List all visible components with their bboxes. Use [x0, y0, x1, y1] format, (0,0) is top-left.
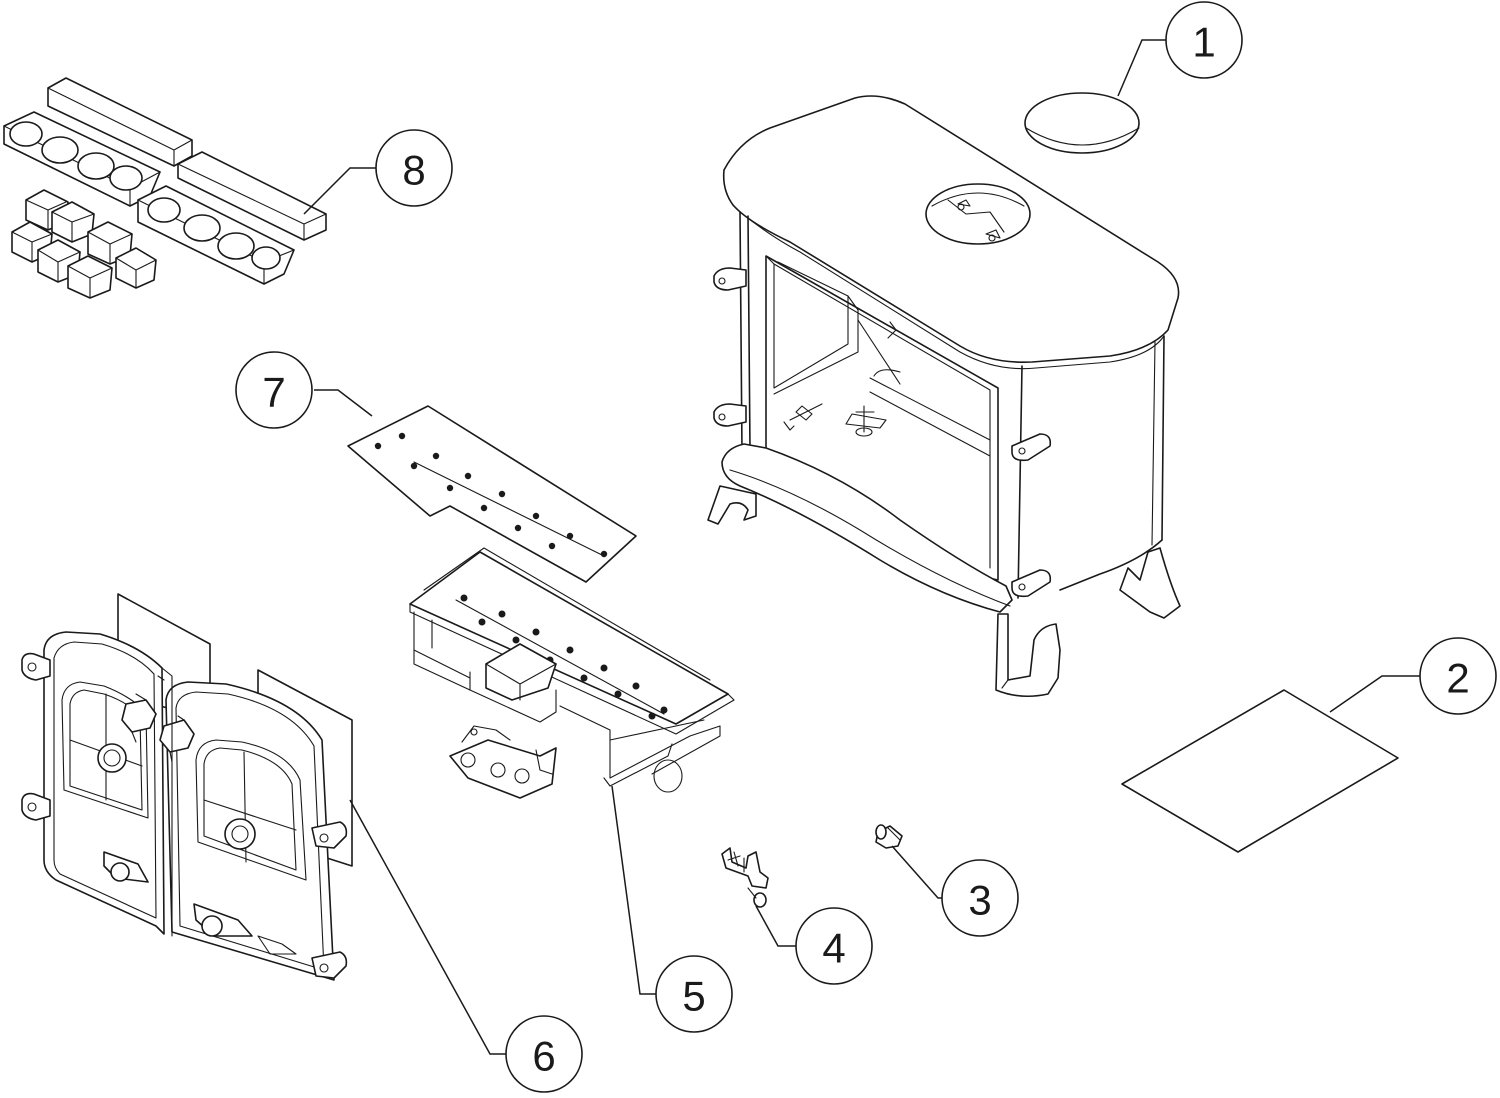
part-7-cover-plate: [347, 405, 637, 583]
callout-2: 2: [1419, 637, 1497, 715]
callout-4: 4: [795, 907, 873, 985]
callout-3-label: 3: [968, 877, 991, 924]
callout-1-label: 1: [1192, 19, 1215, 66]
callout-8-label: 8: [402, 147, 425, 194]
leader-lines: [303, 39, 1420, 1055]
part-4-pilot-bracket: [721, 847, 769, 908]
callout-7-label: 7: [262, 369, 285, 416]
part-3-injector: [875, 824, 903, 849]
coals: [11, 189, 157, 299]
callout-5-label: 5: [682, 973, 705, 1020]
cover-plate-holes: [374, 432, 608, 558]
callout-6-label: 6: [532, 1033, 555, 1080]
stove-doors: [21, 631, 348, 981]
callout-2-label: 2: [1446, 655, 1469, 702]
part-1-flue-cover: [1024, 92, 1140, 154]
callout-5: 5: [655, 955, 733, 1033]
part-8-log-set: [3, 77, 327, 299]
callout-6: 6: [505, 1015, 583, 1093]
callout-4-label: 4: [822, 925, 845, 972]
callout-3: 3: [941, 859, 1019, 937]
callout-8: 8: [375, 129, 453, 207]
part-2-sheet: [1121, 689, 1399, 853]
part-5-burner-assembly: [409, 547, 735, 799]
stove-body: [707, 95, 1181, 698]
callout-1: 1: [1165, 1, 1243, 79]
callout-7: 7: [235, 351, 313, 429]
